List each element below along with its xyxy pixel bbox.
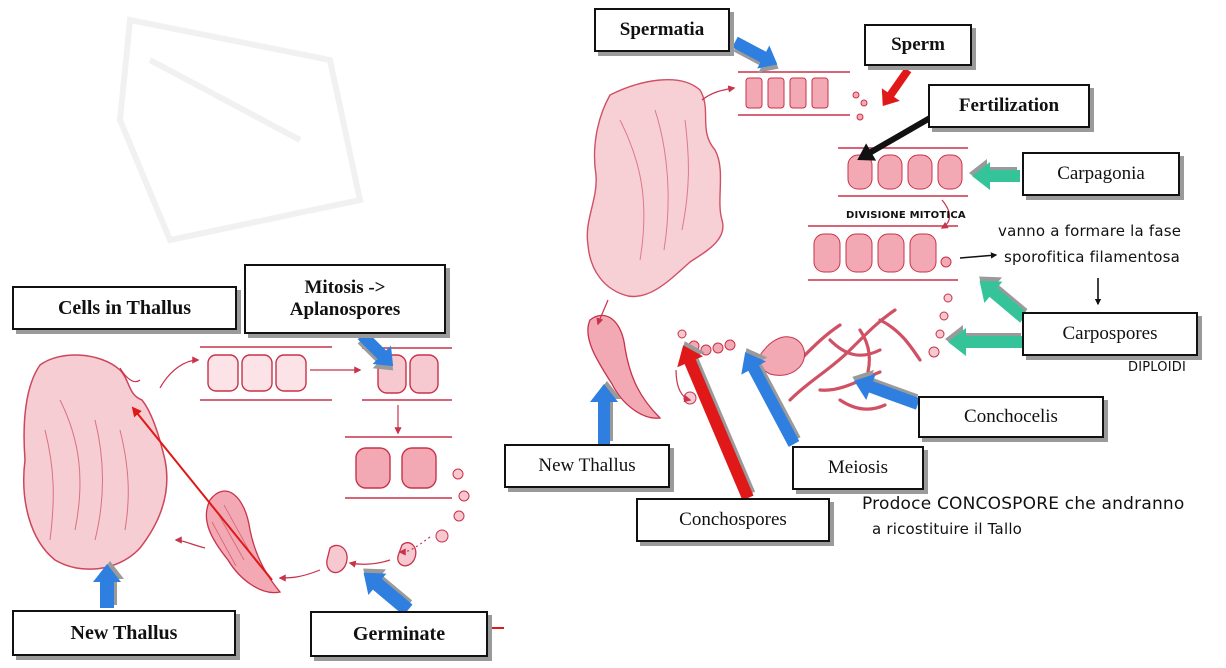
germinate-blue-arrow	[363, 568, 413, 616]
carpagonia-green-arrow	[969, 159, 1020, 190]
left-blue-arrows	[93, 330, 413, 616]
aplanospores-blue-arrow	[357, 330, 394, 371]
mitosis-aplanospores-label: Mitosis -> Aplanospores	[244, 264, 446, 334]
conchocelis-label: Conchocelis	[918, 396, 1104, 438]
conchocelis-text: Conchocelis	[964, 406, 1058, 428]
sporofitica-note-line1: vanno a formare la fase	[998, 222, 1182, 240]
conchocelis-blue-arrow	[852, 369, 921, 410]
sporofitica-note-line2: sporofitica filamentosa	[1004, 248, 1181, 266]
mitotic-division-strip	[808, 225, 958, 281]
fertilization-text: Fertilization	[958, 95, 1060, 117]
diploidi-note: DIPLOIDI	[1128, 360, 1186, 375]
right-new-blade	[587, 314, 662, 419]
conchospores-red-arrow	[677, 341, 756, 501]
spermatia-strip	[738, 71, 868, 121]
prodoce-note-line1: Prodoce CONCOSPORE che andranno	[862, 494, 1185, 514]
left-spore-release-strip	[345, 436, 470, 543]
left-aplanospore-strip	[362, 347, 452, 401]
left-new-thallus-label: New Thallus	[12, 610, 236, 656]
meiosis-text: Meiosis	[827, 457, 889, 479]
conchosporangia	[677, 329, 806, 405]
sperm-red-arrow	[881, 67, 912, 107]
left-cells-strip	[200, 346, 332, 401]
prodoce-note-line2: a ricostituire il Tallo	[872, 520, 1023, 538]
carpospores-label: Carpospores	[1022, 312, 1198, 356]
cells-in-thallus-label: Cells in Thallus	[12, 286, 237, 330]
carpagonia-label: Carpagonia	[1022, 152, 1180, 196]
spermatia-text: Spermatia	[619, 19, 705, 41]
mitosis-line2: Aplanospores	[289, 299, 401, 320]
carpospores-green-arrow-1	[979, 276, 1028, 323]
cells-in-thallus-text: Cells in Thallus	[57, 296, 192, 319]
right-new-thallus-blue-arrow	[590, 381, 621, 444]
right-cycle-arrows	[596, 85, 951, 403]
carpospore-dots	[928, 293, 953, 358]
sperm-label: Sperm	[864, 24, 972, 66]
left-cycle-arrows	[159, 356, 431, 582]
sporofitica-black-arrow	[959, 252, 998, 259]
spermatia-label: Spermatia	[594, 8, 730, 52]
conchospores-label: Conchospores	[636, 498, 830, 542]
right-new-thallus-label: New Thallus	[504, 444, 670, 488]
carpospores-text: Carpospores	[1062, 323, 1158, 345]
mitosis-line1: Mitosis ->	[304, 277, 386, 299]
left-new-thallus-text: New Thallus	[70, 621, 178, 644]
germinate-label: Germinate	[310, 611, 488, 657]
carpagonia-strip	[838, 147, 968, 197]
spermatia-blue-arrow	[732, 36, 779, 73]
left-red-arrow	[131, 406, 273, 581]
conchospores-text: Conchospores	[679, 509, 787, 531]
left-thallus	[23, 354, 168, 570]
carpospores-green-arrow-2	[945, 325, 1024, 356]
carpagonia-text: Carpagonia	[1057, 163, 1145, 185]
meiosis-blue-arrow	[741, 348, 801, 447]
meiosis-label: Meiosis	[792, 446, 924, 490]
left-germlings	[326, 542, 417, 574]
faint-sketch	[116, 16, 364, 244]
right-thallus	[586, 79, 724, 298]
divisione-mitotica-note: DIVISIONE MITOTICA	[846, 210, 966, 221]
new-thallus-blue-arrow	[93, 561, 124, 608]
germinate-text: Germinate	[352, 622, 446, 645]
fertilization-black-arrow	[857, 115, 932, 161]
fertilization-label: Fertilization	[928, 84, 1090, 128]
sperm-text: Sperm	[891, 34, 945, 56]
right-new-thallus-text: New Thallus	[538, 455, 636, 477]
